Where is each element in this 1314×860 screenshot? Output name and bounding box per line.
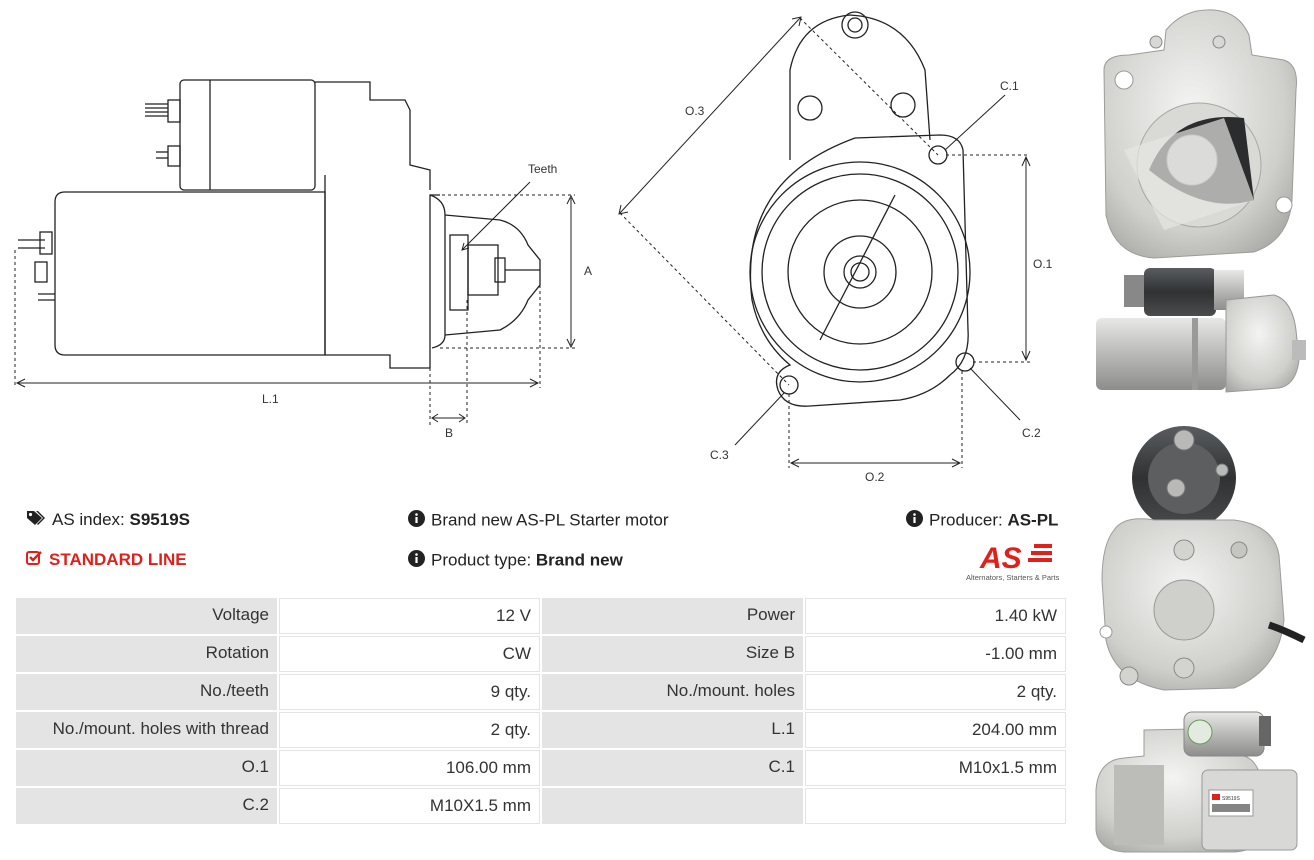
info-icon: [408, 550, 425, 572]
spec-key: L.1: [542, 712, 803, 748]
as-pl-logo: AS Alternators, Starters & Parts: [966, 542, 1060, 582]
spec-value: 106.00 mm: [279, 750, 540, 786]
logo-mark: AS: [979, 542, 1022, 575]
spec-key: No./mount. holes with thread: [16, 712, 277, 748]
logo-tagline: Alternators, Starters & Parts: [966, 573, 1060, 582]
description-text: Brand new AS-PL Starter motor: [431, 510, 669, 530]
product-type-line: Product type: Brand new: [408, 550, 623, 572]
side-dimensions: [14, 181, 576, 425]
standard-line-badge: STANDARD LINE: [26, 550, 187, 571]
spec-value: 204.00 mm: [805, 712, 1066, 748]
dim-o3-label: O.3: [685, 104, 705, 118]
dim-l1-label: L.1: [262, 392, 279, 406]
photo-side-view: [1096, 268, 1306, 393]
spec-key: C.2: [16, 788, 277, 824]
product-photos: S9519S: [1095, 9, 1306, 853]
producer-line: Producer: AS-PL: [906, 510, 1058, 532]
standard-line-text: STANDARD LINE: [49, 550, 187, 569]
photo-front-flange: [1103, 9, 1297, 259]
product-type-value: Brand new: [535, 550, 623, 570]
spec-value: CW: [279, 636, 540, 672]
front-dimensions: [618, 16, 1031, 468]
photo-rear-view: [1099, 426, 1306, 691]
spec-value: -1.00 mm: [805, 636, 1066, 672]
photo-badge-text: S9519S: [1222, 796, 1240, 802]
spec-value: M10X1.5 mm: [279, 788, 540, 824]
spec-key: O.1: [16, 750, 277, 786]
dim-c2-label: C.2: [1022, 426, 1041, 440]
as-index-label: AS index:: [52, 510, 125, 529]
spec-value: [805, 788, 1066, 824]
spec-key: No./mount. holes: [542, 674, 803, 710]
spec-value: M10x1.5 mm: [805, 750, 1066, 786]
spec-value: 12 V: [279, 598, 540, 634]
dim-c1-label: C.1: [1000, 79, 1019, 93]
teeth-label: Teeth: [528, 162, 557, 176]
spec-key: Size B: [542, 636, 803, 672]
spec-value: 2 qty.: [279, 712, 540, 748]
spec-key: Voltage: [16, 598, 277, 634]
checkbox-icon: [26, 550, 43, 571]
spec-key: [542, 788, 803, 824]
spec-key: No./teeth: [16, 674, 277, 710]
producer-label: Producer:: [929, 510, 1003, 530]
dim-o1-label: O.1: [1033, 257, 1053, 271]
dim-b-label: B: [445, 426, 453, 440]
as-index-value: S9519S: [129, 510, 191, 529]
description-line: Brand new AS-PL Starter motor: [408, 510, 668, 532]
as-index-line: AS index: S9519S: [26, 510, 190, 531]
spec-key: Rotation: [16, 636, 277, 672]
dim-o2-label: O.2: [865, 470, 885, 484]
spec-key: C.1: [542, 750, 803, 786]
info-icon: [408, 510, 425, 532]
photo-labelled-side: S9519S: [1095, 711, 1298, 853]
product-type-label: Product type:: [431, 550, 532, 570]
tags-icon: [26, 510, 46, 531]
info-icon: [906, 510, 923, 532]
spec-value: 2 qty.: [805, 674, 1066, 710]
dim-a-label: A: [584, 264, 592, 278]
spec-key: Power: [542, 598, 803, 634]
spec-value: 9 qty.: [279, 674, 540, 710]
starter-side-view: [18, 79, 541, 369]
technical-drawing: Teeth A L.1 B O.3 C.1 O.1 C.2 C.3 O.2: [14, 11, 1053, 484]
spec-value: 1.40 kW: [805, 598, 1066, 634]
dim-c3-label: C.3: [710, 448, 729, 462]
producer-value: AS-PL: [1007, 510, 1059, 530]
starter-front-view: [749, 11, 975, 407]
